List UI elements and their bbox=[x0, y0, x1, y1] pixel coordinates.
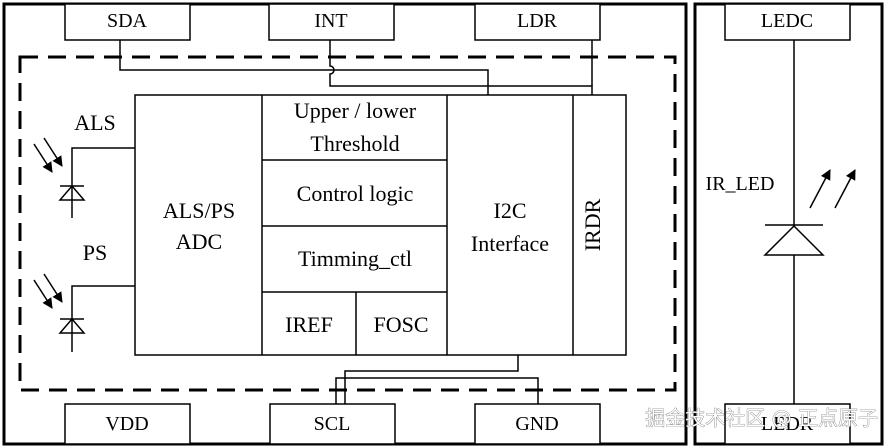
pin-scl-box bbox=[269, 403, 396, 445]
i2c-label-line1: I2C bbox=[494, 198, 527, 223]
ps-diode-icon bbox=[58, 317, 86, 334]
ps-label: PS bbox=[83, 240, 107, 265]
pin-int-box bbox=[268, 3, 395, 41]
pin-gnd-box bbox=[474, 403, 601, 445]
pin-ldr-box bbox=[474, 3, 601, 41]
adc-label-line1: ALS/PS bbox=[163, 198, 235, 223]
pin-gnd-label: GND bbox=[515, 413, 558, 435]
pin-scl-label: SCL bbox=[314, 413, 351, 435]
pin-sda-label: SDA bbox=[107, 10, 148, 32]
ir-emission-arrow-1 bbox=[809, 169, 831, 209]
gnd-wire bbox=[335, 377, 539, 404]
als-wire bbox=[71, 147, 135, 218]
pin-ldr-label: LDR bbox=[517, 10, 558, 32]
pin-vdd-label: VDD bbox=[105, 413, 148, 435]
threshold-label-line2: Threshold bbox=[310, 131, 399, 156]
watermark-text: 掘金技术社区 @ 正点原子 bbox=[645, 406, 878, 430]
pin-sda-box bbox=[64, 3, 191, 41]
ir-led-diode-icon bbox=[763, 224, 825, 256]
als-light-arrow-1 bbox=[33, 143, 53, 173]
ir-led-label: IR_LED bbox=[706, 173, 775, 195]
ps-wire bbox=[71, 285, 135, 352]
fosc-label: FOSC bbox=[373, 312, 428, 337]
ir-emission-arrow-2 bbox=[834, 169, 856, 209]
timing-label: Timming_ctl bbox=[298, 246, 412, 271]
ps-light-arrow-1 bbox=[33, 279, 53, 309]
int-wire bbox=[329, 40, 593, 95]
als-light-arrow-2 bbox=[43, 137, 63, 167]
pin-vdd-box bbox=[64, 403, 191, 445]
pin-int-label: INT bbox=[314, 10, 347, 32]
led-outer-frame bbox=[693, 2, 884, 446]
threshold-label-line1: Upper / lower bbox=[294, 98, 417, 123]
pin-ledc-label: LEDC bbox=[761, 10, 813, 32]
control-logic-label: Control logic bbox=[297, 181, 414, 206]
chip-dashed-boundary bbox=[18, 55, 677, 392]
scl-wire bbox=[344, 355, 519, 404]
pin-ledr-label: LEDR bbox=[761, 413, 814, 435]
irdr-label: IRDR bbox=[580, 198, 605, 251]
ir-led-body bbox=[765, 225, 823, 255]
iref-label: IREF bbox=[285, 312, 333, 337]
adc-label-line2: ADC bbox=[176, 229, 222, 254]
i2c-label-line2: Interface bbox=[471, 231, 549, 256]
ps-light-arrow-2 bbox=[43, 273, 63, 303]
sda-wire bbox=[119, 40, 489, 95]
pin-ledr-box bbox=[724, 403, 851, 445]
main-block bbox=[134, 94, 627, 356]
pin-ledc-box bbox=[724, 3, 851, 41]
als-diode-icon bbox=[58, 184, 86, 201]
als-label: ALS bbox=[74, 110, 116, 135]
